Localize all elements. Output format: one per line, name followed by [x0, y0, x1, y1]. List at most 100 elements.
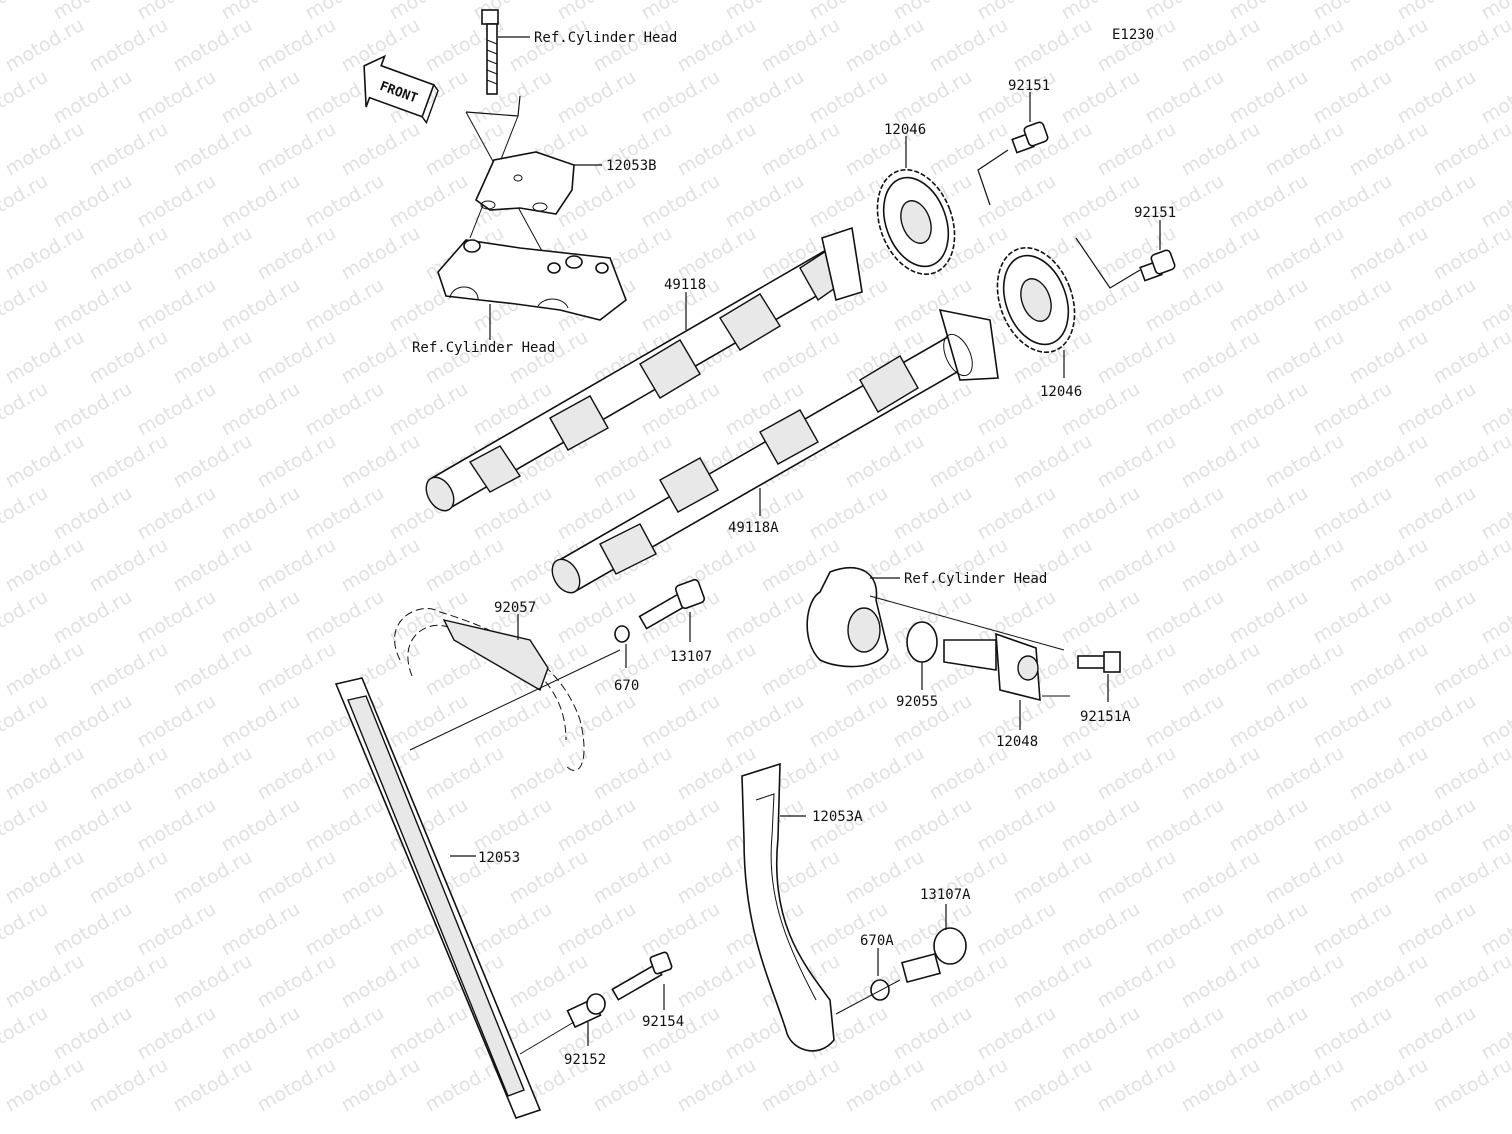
- front-arrow-icon: FRONT: [363, 54, 439, 125]
- watermark-text: motod.ru: [337, 950, 423, 1013]
- camshaft-49118: [425, 226, 863, 512]
- watermark-text: motod.ru: [1093, 118, 1179, 181]
- watermark-text: motod.ru: [1477, 66, 1512, 129]
- watermark-text: motod.ru: [673, 222, 759, 285]
- watermark-text: motod.ru: [169, 14, 255, 77]
- watermark-text: motod.ru: [1225, 690, 1311, 753]
- watermark-text: motod.ru: [973, 586, 1059, 649]
- ref-cylinder-head-left: Ref.Cylinder Head: [412, 340, 555, 356]
- watermark-text: motod.ru: [973, 66, 1059, 129]
- watermark-text: motod.ru: [169, 118, 255, 181]
- watermark-text: motod.ru: [1309, 1002, 1395, 1065]
- watermark-text: motod.ru: [1393, 794, 1479, 857]
- watermark-text: motod.ru: [1393, 586, 1479, 649]
- watermark-text: motod.ru: [253, 534, 339, 597]
- watermark-text: motod.ru: [673, 14, 759, 77]
- watermark-text: motod.ru: [1, 742, 87, 805]
- watermark-text: motod.ru: [1345, 534, 1431, 597]
- watermark-text: motod.ru: [301, 482, 387, 545]
- watermark-text: motod.ru: [1141, 794, 1227, 857]
- watermark-text: motod.ru: [253, 742, 339, 805]
- watermark-text: motod.ru: [1393, 690, 1479, 753]
- watermark-text: motod.ru: [973, 898, 1059, 961]
- watermark-text: motod.ru: [49, 378, 135, 441]
- watermark-text: motod.ru: [1261, 534, 1347, 597]
- watermark-text: motod.ru: [721, 0, 807, 24]
- watermark-text: motod.ru: [1261, 430, 1347, 493]
- watermark-text: motod.ru: [49, 66, 135, 129]
- watermark-text: motod.ru: [1177, 118, 1263, 181]
- watermark-text: motod.ru: [469, 794, 555, 857]
- watermark-text: motod.ru: [1477, 1002, 1512, 1065]
- watermark-text: motod.ru: [337, 534, 423, 597]
- label-92151A: 92151A: [1080, 709, 1131, 725]
- watermark-text: motod.ru: [757, 326, 843, 389]
- watermark-text: motod.ru: [1093, 1054, 1179, 1117]
- watermark-text: motod.ru: [1177, 326, 1263, 389]
- watermark-text: motod.ru: [1393, 1002, 1479, 1065]
- watermark-text: motod.ru: [1, 118, 87, 181]
- watermark-text: motod.ru: [757, 14, 843, 77]
- watermark-text: motod.ru: [1309, 378, 1395, 441]
- watermark-text: motod.ru: [1009, 846, 1095, 909]
- watermark-text: motod.ru: [301, 274, 387, 337]
- watermark-text: motod.ru: [1393, 898, 1479, 961]
- watermark-text: motod.ru: [1309, 482, 1395, 545]
- bolt-92151-upper: [1011, 121, 1049, 154]
- watermark-text: motod.ru: [553, 898, 639, 961]
- label-670: 670: [614, 678, 639, 694]
- watermark-text: motod.ru: [301, 0, 387, 24]
- watermark-text: motod.ru: [1261, 846, 1347, 909]
- label-92152: 92152: [564, 1052, 606, 1068]
- watermark-text: motod.ru: [841, 1054, 927, 1117]
- watermark-text: motod.ru: [1345, 326, 1431, 389]
- watermark-text: motod.ru: [1057, 898, 1143, 961]
- watermark-text: motod.ru: [253, 222, 339, 285]
- cam-sprocket-lower: [996, 246, 1076, 354]
- watermark-text: motod.ru: [253, 326, 339, 389]
- watermark-text: motod.ru: [85, 118, 171, 181]
- tensioner-12048: [943, 632, 1041, 702]
- watermark-text: motod.ru: [1345, 14, 1431, 77]
- watermark-text: motod.ru: [0, 794, 52, 857]
- watermark-text: motod.ru: [889, 1002, 975, 1065]
- watermark-text: motod.ru: [805, 690, 891, 753]
- watermark-text: motod.ru: [805, 0, 891, 24]
- watermark-text: motod.ru: [0, 66, 52, 129]
- chain-guide-12053: [334, 677, 542, 1119]
- ref-cylinder-head-top: Ref.Cylinder Head: [534, 30, 677, 46]
- watermark-text: motod.ru: [1261, 950, 1347, 1013]
- watermark-text: motod.ru: [169, 1054, 255, 1117]
- watermark-text: motod.ru: [1177, 430, 1263, 493]
- watermark-text: motod.ru: [1477, 274, 1512, 337]
- watermark-text: motod.ru: [1225, 794, 1311, 857]
- tensioner-mount: [806, 567, 889, 668]
- label-12053: 12053: [478, 850, 520, 866]
- watermark-text: motod.ru: [925, 118, 1011, 181]
- watermark-text: motod.ru: [637, 898, 723, 961]
- watermark-text: motod.ru: [673, 1054, 759, 1117]
- watermark-text: motod.ru: [1345, 950, 1431, 1013]
- ref-cylinder-head-right: Ref.Cylinder Head: [904, 571, 1047, 587]
- watermark-text: motod.ru: [1225, 1002, 1311, 1065]
- watermark-text: motod.ru: [1429, 534, 1512, 597]
- watermark-text: motod.ru: [217, 794, 303, 857]
- watermark-text: motod.ru: [673, 118, 759, 181]
- watermark-text: motod.ru: [133, 1002, 219, 1065]
- watermark-text: motod.ru: [805, 898, 891, 961]
- watermark-text: motod.ru: [337, 326, 423, 389]
- watermark-text: motod.ru: [1057, 482, 1143, 545]
- watermark-text: motod.ru: [301, 794, 387, 857]
- watermark-text: motod.ru: [469, 898, 555, 961]
- watermark-text: motod.ru: [0, 274, 52, 337]
- watermark-text: motod.ru: [49, 274, 135, 337]
- bracket-12053b: [475, 151, 575, 215]
- watermark-text: motod.ru: [85, 1054, 171, 1117]
- watermark-text: motod.ru: [169, 430, 255, 493]
- watermark-text: motod.ru: [1141, 378, 1227, 441]
- watermark-text: motod.ru: [973, 482, 1059, 545]
- watermark-text: motod.ru: [1345, 846, 1431, 909]
- watermark-text: motod.ru: [133, 274, 219, 337]
- watermark-text: motod.ru: [673, 950, 759, 1013]
- watermark-text: motod.ru: [1429, 118, 1512, 181]
